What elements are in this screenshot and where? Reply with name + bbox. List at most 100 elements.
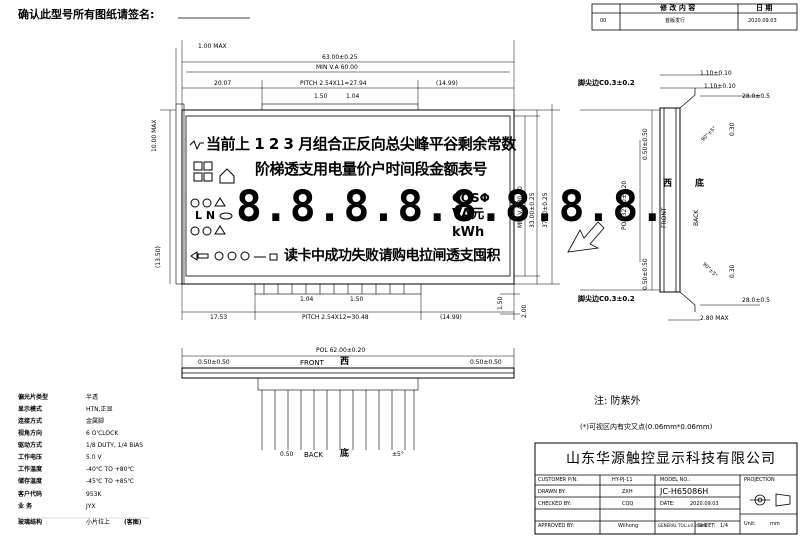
spec-label: 玻璃结构: [18, 519, 43, 526]
bottom-pol-width: POL 62.00±0.20: [316, 347, 366, 354]
company-name: 山东华源触控显示科技有限公司: [566, 451, 776, 467]
side-dim-gap-1: 0.50±0.50: [642, 128, 649, 160]
side-dim-030-top: 0.30: [729, 122, 736, 136]
confirm-label: 确认此型号所有图纸请签名:: [18, 8, 155, 21]
approved-by: Wilhong: [618, 523, 639, 529]
general-tolerance: GENERAL TOL:±0.20mm: [658, 523, 708, 528]
lcd-unit-kwh: kWh: [452, 225, 485, 240]
dim-pitch-bottom: PITCH 2.54X12=30.48: [302, 314, 369, 321]
spec-label: 客户代码: [18, 491, 43, 498]
lcd-bottom-text: 读卡中成功失败请购电拉闸透支囤积: [284, 248, 501, 264]
spec-value: 6 O'CLOCK: [86, 430, 119, 437]
side-dim-right-top: 28.0±0.5: [742, 93, 770, 100]
revision-date: 2020.09.03: [748, 18, 777, 24]
revision-content: 首版发行: [665, 18, 686, 24]
dim-overall-width: 63.00±0.25: [322, 54, 358, 61]
customer-pn: HY-PJ-11: [612, 477, 633, 483]
projection-label: PROJECTION: [744, 477, 775, 483]
side-dim-030-bottom: 0.30: [729, 264, 736, 278]
spec-value: JYX: [86, 503, 96, 510]
bottom-label-xi: 西: [340, 357, 350, 367]
checked-by: CQQ: [622, 501, 634, 507]
lcd-unit-va: VA元: [452, 207, 485, 222]
dim-bottom-gap-1: 1.50: [497, 296, 504, 310]
unit-value: mm: [770, 521, 780, 527]
customer-pn-label: CUSTOMER P/N:: [538, 477, 578, 483]
side-pin1-label: 脚尖边C0.3±0.2: [578, 79, 635, 87]
dim-pitch-top: PITCH 2.54X11=27.94: [300, 80, 367, 87]
lcd-top-text: 当前上 1 2 3 月组合正反向总尖峰平谷剩余常数: [206, 135, 516, 153]
bottom-angle: ±5°: [392, 451, 404, 458]
spec-value: -40℃ TO +80℃: [86, 466, 135, 473]
spec-label: 工作电压: [18, 454, 43, 461]
dim-pin-gap-1: 1.50: [314, 93, 328, 100]
approved-label: APPROVED BY:: [538, 523, 575, 529]
dim-max-thickness: 1.00 MAX: [198, 43, 227, 50]
spec-label: 工作温度: [18, 466, 43, 473]
side-dim-gap-2: 0.50±0.50: [642, 258, 649, 290]
dim-right-offset-top: (14.99): [436, 80, 458, 87]
sheet-label: SHEET:: [698, 523, 716, 529]
side-label-xi: 西: [663, 179, 673, 189]
side-dim-bottom: 2.80 MAX: [700, 315, 729, 322]
spec-label: 储存温度: [18, 478, 43, 485]
side-label-back: BACK: [693, 209, 700, 226]
side-label-front: FRONT: [661, 207, 668, 229]
drawn-by: ZXH: [622, 489, 633, 495]
bottom-pin-width: 0.50: [280, 451, 294, 458]
spec-value: 小片拉上: [86, 519, 111, 526]
spec-label: 业 务: [18, 503, 33, 510]
revision-title: 修 改 内 容: [660, 4, 696, 12]
side-pol-height: POL 32.00±0.20: [621, 180, 628, 230]
note-uv: 注: 防紫外: [594, 396, 641, 407]
lcd-unit-cos: COSΦ: [452, 191, 490, 205]
dim-va-width: MIN V.A 60.00: [316, 64, 358, 71]
bottom-label-di: 底: [340, 449, 350, 459]
dim-bottom-gap-2: 2.00: [521, 304, 528, 318]
spec-value: 金属脚: [86, 418, 105, 425]
spec-label: 偏光片类型: [18, 394, 49, 401]
revision-no: 00: [600, 18, 607, 24]
side-pin2-label: 脚尖边C0.3±0.2: [578, 295, 635, 303]
lcd-digits: 8.8.8.8.8.8.8.8.: [236, 182, 667, 232]
note-defect: (*)可视区内有灾又点(0.06mm*0.06mm): [580, 423, 713, 431]
side-dim-top-2: 1.10±0.10: [704, 83, 736, 90]
spec-value: 半透: [86, 394, 99, 401]
spec-label: 视角方向: [18, 430, 43, 437]
revision-date-header: 日 期: [756, 4, 773, 12]
date-value: 2020.09.03: [690, 501, 719, 507]
side-label-di: 底: [695, 179, 705, 189]
dim-left-offset-bottom: 17.53: [210, 314, 228, 321]
dim-pin-gap-4: 1.50: [350, 296, 364, 303]
unit-label: Unit:: [744, 521, 756, 527]
bottom-dim-left: 0.50±0.50: [198, 359, 230, 366]
bottom-label-back: BACK: [304, 451, 323, 459]
model-number: JC-H65086H: [660, 487, 709, 496]
dim-pin-gap-2: 1.04: [346, 93, 360, 100]
dim-pin-gap-3: 1.04: [300, 296, 314, 303]
lcd-mid-text: 阶梯透支用电量价户时间段金额表号: [255, 160, 488, 178]
dim-right-offset-bottom: (14.99): [440, 314, 462, 321]
dim-height-left: 10.00 MAX: [151, 119, 158, 152]
model-label: MODEL NO.:: [660, 477, 691, 483]
dim-height-left-2: (13.50): [155, 246, 162, 268]
side-dim-right-bottom: 28.0±0.5: [742, 297, 770, 304]
spec-value: -45℃ TO +85℃: [86, 478, 135, 485]
bottom-label-front: FRONT: [300, 359, 324, 367]
sheet-number: 1/4: [720, 523, 729, 529]
spec-value: 1/8 DUTY, 1/4 BIAS: [86, 442, 144, 449]
side-dim-top-1: 1.10±0.10: [700, 70, 732, 77]
date-label: DATE:: [660, 501, 675, 507]
spec-label: 连接方式: [18, 418, 43, 425]
lcd-ln-label: L N: [195, 209, 216, 222]
spec-label: 显示模式: [18, 406, 43, 413]
bottom-dim-right: 0.50±0.50: [470, 359, 502, 366]
spec-value: 953K: [86, 491, 102, 498]
checked-label: CHECKED BY:: [538, 501, 572, 507]
dim-left-offset: 20.07: [214, 80, 232, 87]
spec-value: HTN,正显: [86, 406, 113, 413]
drawn-label: DRAWN BY:: [538, 489, 566, 495]
spec-value: 5.0 V: [86, 454, 102, 461]
